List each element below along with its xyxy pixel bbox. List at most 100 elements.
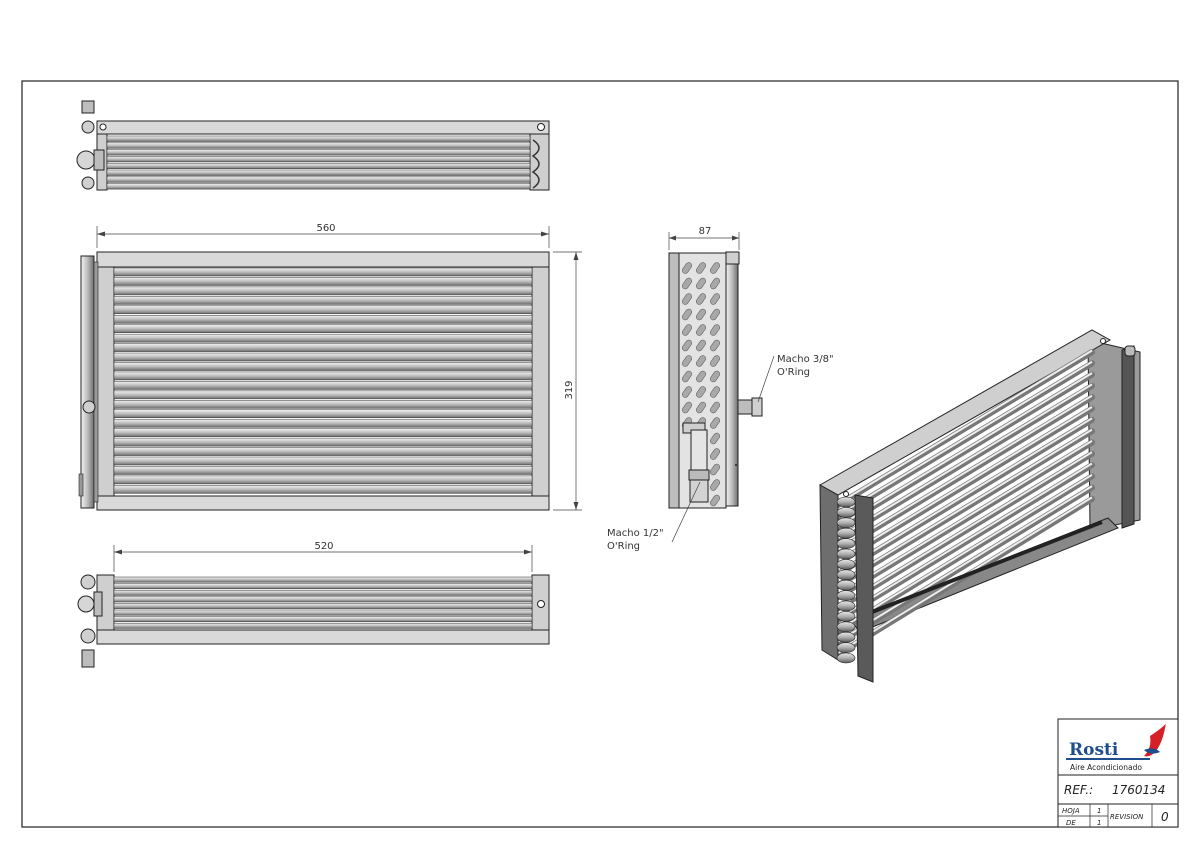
side-view-fin-slot [710,355,720,367]
iso-tube [835,349,1095,508]
revision-value: 0 [1161,810,1169,824]
iso-tube [835,484,1095,646]
sheet-border [21,80,1179,828]
front-view-tube [113,277,533,286]
front-view-tube [113,456,533,466]
iso-tube [835,405,1095,566]
dimension-520: 520 [113,541,533,572]
iso-tube-highlight [837,473,1093,631]
side-view-fin-slot [682,277,692,290]
iso-tube-highlight [837,406,1093,562]
side-view-fin-slot [682,386,692,398]
top-view-tube [106,183,531,190]
side-view-fin-slot [682,401,692,414]
de-label: DE [1066,819,1076,827]
side-view-fin-slot [696,324,706,336]
iso-return-bend [836,611,856,622]
side-view-fin-slot [696,401,706,414]
top-view-tube [106,176,531,183]
top-view-tube [106,149,531,156]
ref-value: 1760134 [1112,783,1165,797]
dim-depth: 87 [699,226,712,237]
side-view-fin-slot [696,355,706,367]
dim-height: 319 [564,380,575,399]
iso-tube-highlight [837,451,1093,608]
front-view-tube [113,324,533,333]
bottom-view-tube [113,576,533,583]
front-view-tube [113,400,533,409]
front-view-tube [113,305,533,315]
revision-label: REVISION [1110,813,1144,821]
side-view-fin-slot [682,370,692,383]
iso-tube [835,439,1095,600]
front-view-tube [113,371,533,381]
front-view-tube [113,381,533,390]
iso-return-bend [836,559,856,570]
callout-inlet-line2: O'Ring [607,541,640,552]
front-view-tube [113,352,533,362]
bottom-view-tube [113,616,533,623]
bottom-view-tube [113,583,533,590]
callout-outlet-line1: Macho 3/8" [777,354,834,365]
hoja-value: 1 [1097,807,1101,815]
ref-label: REF.: [1064,783,1093,797]
top-view-tube [106,169,531,176]
front-view-tube [113,296,533,305]
side-view-fin-slot [696,386,706,398]
side-view-fin-slot [710,417,720,429]
iso-return-bend [836,527,856,539]
dim-bottom-width: 520 [314,541,333,552]
front-view [78,251,550,511]
front-view-tube [113,343,533,352]
iso-tube-highlight [837,485,1093,643]
iso-tube-highlight [837,349,1093,505]
bottom-view-tube [113,603,533,609]
side-view-fin-slot [710,386,720,398]
front-view-tube [113,475,533,485]
iso-return-bend [836,517,856,529]
iso-tube [835,450,1095,612]
front-view-tube [113,447,533,456]
side-view-fin-slot [682,339,692,352]
side-view-fin-slot [682,293,692,305]
callout-inlet-line1: Macho 1/2" [607,528,664,539]
iso-return-bend [836,538,856,549]
front-view-tube [113,418,533,428]
iso-tube [835,360,1095,520]
side-view-fin-slot [696,370,706,383]
front-view-tube [113,428,533,437]
iso-return-bend [836,631,856,643]
iso-tube-highlight [837,383,1093,539]
front-view-tube [113,409,533,418]
bottom-view-tube [113,622,533,629]
side-view-fin-slot [682,355,692,367]
iso-return-bend [836,590,856,601]
iso-return-bend [836,548,856,560]
side-view-fin-slot [696,339,706,352]
iso-tube [835,416,1095,577]
iso-tube-highlight [837,440,1093,597]
iso-return-bend [836,507,856,518]
side-view-fin-slot [710,432,720,445]
front-view-tube [113,437,533,447]
side-view-fin-slot [710,401,720,414]
top-view-tube [106,135,531,142]
dim-top-width: 560 [316,223,335,234]
iso-return-bend [836,600,856,612]
side-view-fin-slot [710,293,720,305]
iso-tube-highlight [837,417,1093,574]
dimension-87: 87 [668,226,740,250]
bottom-view-tube [113,609,533,616]
bottom-view-tube [113,589,533,596]
side-view-fin-slot [696,277,706,290]
side-view-fin-slot [710,494,720,507]
top-view-tube [106,156,531,163]
side-view-fin-slot [710,339,720,352]
bottom-view [77,574,550,668]
iso-tube [835,394,1095,554]
iso-return-bend [836,579,856,591]
side-view-fin-slot [696,293,706,305]
hoja-label: HOJA [1062,807,1080,815]
callout-outlet-line2: O'Ring [777,367,810,378]
